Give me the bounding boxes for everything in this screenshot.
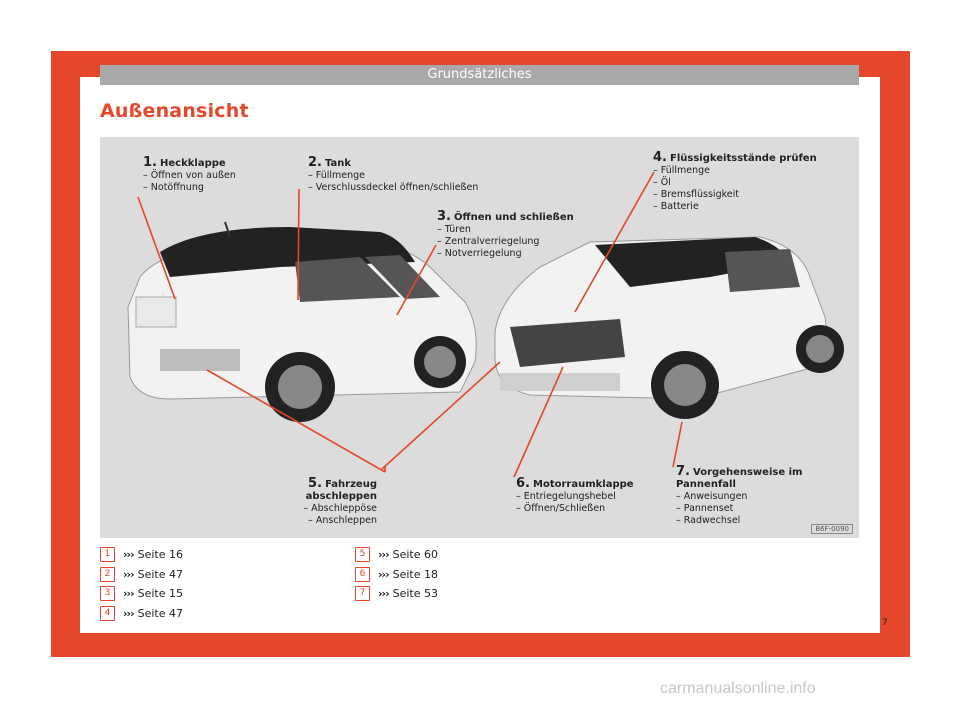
watermark: carmanualsonline.info	[660, 680, 816, 697]
reference-item[interactable]: 5 ›››Seite 60	[355, 545, 438, 565]
reference-link[interactable]: Seite 60	[392, 548, 438, 562]
callout-line: – Türen	[437, 224, 471, 235]
section-title: Außenansicht	[100, 100, 249, 122]
rear-car	[127, 221, 477, 422]
callout-line: – Anweisungen	[676, 491, 748, 502]
callout-title: Vorgehensweise im Pannenfall	[676, 467, 803, 490]
callout-line: – Öl	[653, 177, 671, 188]
reference-badge: 3	[100, 586, 115, 602]
reference-badge: 4	[100, 605, 115, 621]
reference-item[interactable]: 7 ›››Seite 53	[355, 584, 438, 604]
callout-line: – Anschleppen	[308, 515, 377, 526]
front-car	[494, 236, 844, 419]
reference-badge: 2	[100, 566, 115, 582]
reference-item[interactable]: 4 ›››Seite 47	[100, 604, 183, 624]
callout-line: – Entriegelungshebel	[516, 491, 616, 502]
callout-number: 5.	[308, 476, 323, 491]
callout-title: Öffnen und schließen	[454, 212, 574, 223]
chevron-arrows-icon: ›››	[123, 587, 135, 601]
cars-illustration	[127, 171, 844, 478]
chevron-arrows-icon: ›››	[123, 606, 135, 620]
reference-list-right: 5›››Seite 60 6›››Seite 18 7›››Seite 53	[355, 545, 438, 604]
reference-item[interactable]: 6 ›››Seite 18	[355, 565, 438, 585]
reference-link[interactable]: Seite 47	[137, 567, 183, 581]
reference-link[interactable]: Seite 15	[137, 587, 183, 601]
callout-line: – Pannenset	[676, 503, 734, 514]
callout-7: 7. Vorgehensweise im Pannenfall – Anweis…	[676, 464, 859, 527]
callout-line: – Verschlussdeckel öffnen/schließen	[308, 182, 479, 193]
callout-line: – Öffnen von außen	[143, 170, 236, 181]
callout-number: 1.	[143, 155, 157, 170]
callout-number: 3.	[437, 209, 451, 224]
callout-line: – Füllmenge	[308, 170, 366, 181]
chapter-header: Grundsätzliches	[100, 65, 859, 85]
callout-title: Flüssigkeitsstände prüfen	[670, 153, 817, 164]
reference-badge: 6	[355, 566, 370, 582]
reference-item[interactable]: 1 ›››Seite 16	[100, 545, 183, 565]
reference-badge: 5	[355, 547, 370, 563]
callout-number: 6.	[516, 476, 530, 491]
callout-number: 7.	[676, 464, 690, 479]
chevron-arrows-icon: ›››	[378, 587, 390, 601]
callout-line: – Batterie	[653, 201, 699, 212]
page-number: 7	[882, 618, 888, 628]
callout-3: 3. Öffnen und schließen – Türen – Zentra…	[437, 209, 574, 260]
callout-title: Heckklappe	[160, 158, 226, 169]
callout-number: 2.	[308, 155, 322, 170]
reference-badge: 7	[355, 586, 370, 602]
chevron-arrows-icon: ›››	[378, 567, 390, 581]
callout-title: Fahrzeug abschleppen	[305, 479, 377, 502]
callout-6: 6. Motorraumklappe – Entriegelungshebel …	[516, 476, 634, 515]
reference-link[interactable]: Seite 18	[392, 567, 438, 581]
chevron-arrows-icon: ›››	[123, 567, 135, 581]
reference-link[interactable]: Seite 16	[137, 548, 183, 562]
reference-badge: 1	[100, 547, 115, 563]
callout-line: – Abschleppöse	[303, 503, 377, 514]
chevron-arrows-icon: ›››	[123, 548, 135, 562]
callout-2: 2. Tank – Füllmenge – Verschlussdeckel ö…	[308, 155, 479, 194]
callout-line: – Notöffnung	[143, 182, 204, 193]
callout-line: – Füllmenge	[653, 165, 711, 176]
callout-leader-lines	[137, 171, 683, 478]
callout-line: – Radwechsel	[676, 515, 741, 526]
figure-code: B6F-0090	[811, 524, 853, 534]
exterior-figure: 1. Heckklappe – Öffnen von außen – Notöf…	[100, 137, 859, 538]
chevron-arrows-icon: ›››	[378, 548, 390, 562]
reference-item[interactable]: 2 ›››Seite 47	[100, 565, 183, 585]
reference-link[interactable]: Seite 53	[392, 587, 438, 601]
reference-link[interactable]: Seite 47	[137, 606, 183, 620]
callout-5: 5. Fahrzeug abschleppen – Abschleppöse –…	[240, 476, 377, 527]
callout-4: 4. Flüssigkeitsstände prüfen – Füllmenge…	[653, 150, 817, 213]
callout-title: Motorraumklappe	[533, 479, 634, 490]
callout-title: Tank	[325, 158, 352, 169]
callout-line: – Notverriegelung	[437, 248, 522, 259]
reference-list-left: 1›››Seite 16 2›››Seite 47 3›››Seite 15 4…	[100, 545, 183, 623]
callout-line: – Öffnen/Schließen	[516, 503, 606, 514]
callout-number: 4.	[653, 150, 667, 165]
callout-line: – Bremsflüssigkeit	[653, 189, 739, 200]
reference-item[interactable]: 3 ›››Seite 15	[100, 584, 183, 604]
callout-1: 1. Heckklappe – Öffnen von außen – Notöf…	[143, 155, 236, 194]
callout-line: – Zentralverriegelung	[437, 236, 540, 247]
